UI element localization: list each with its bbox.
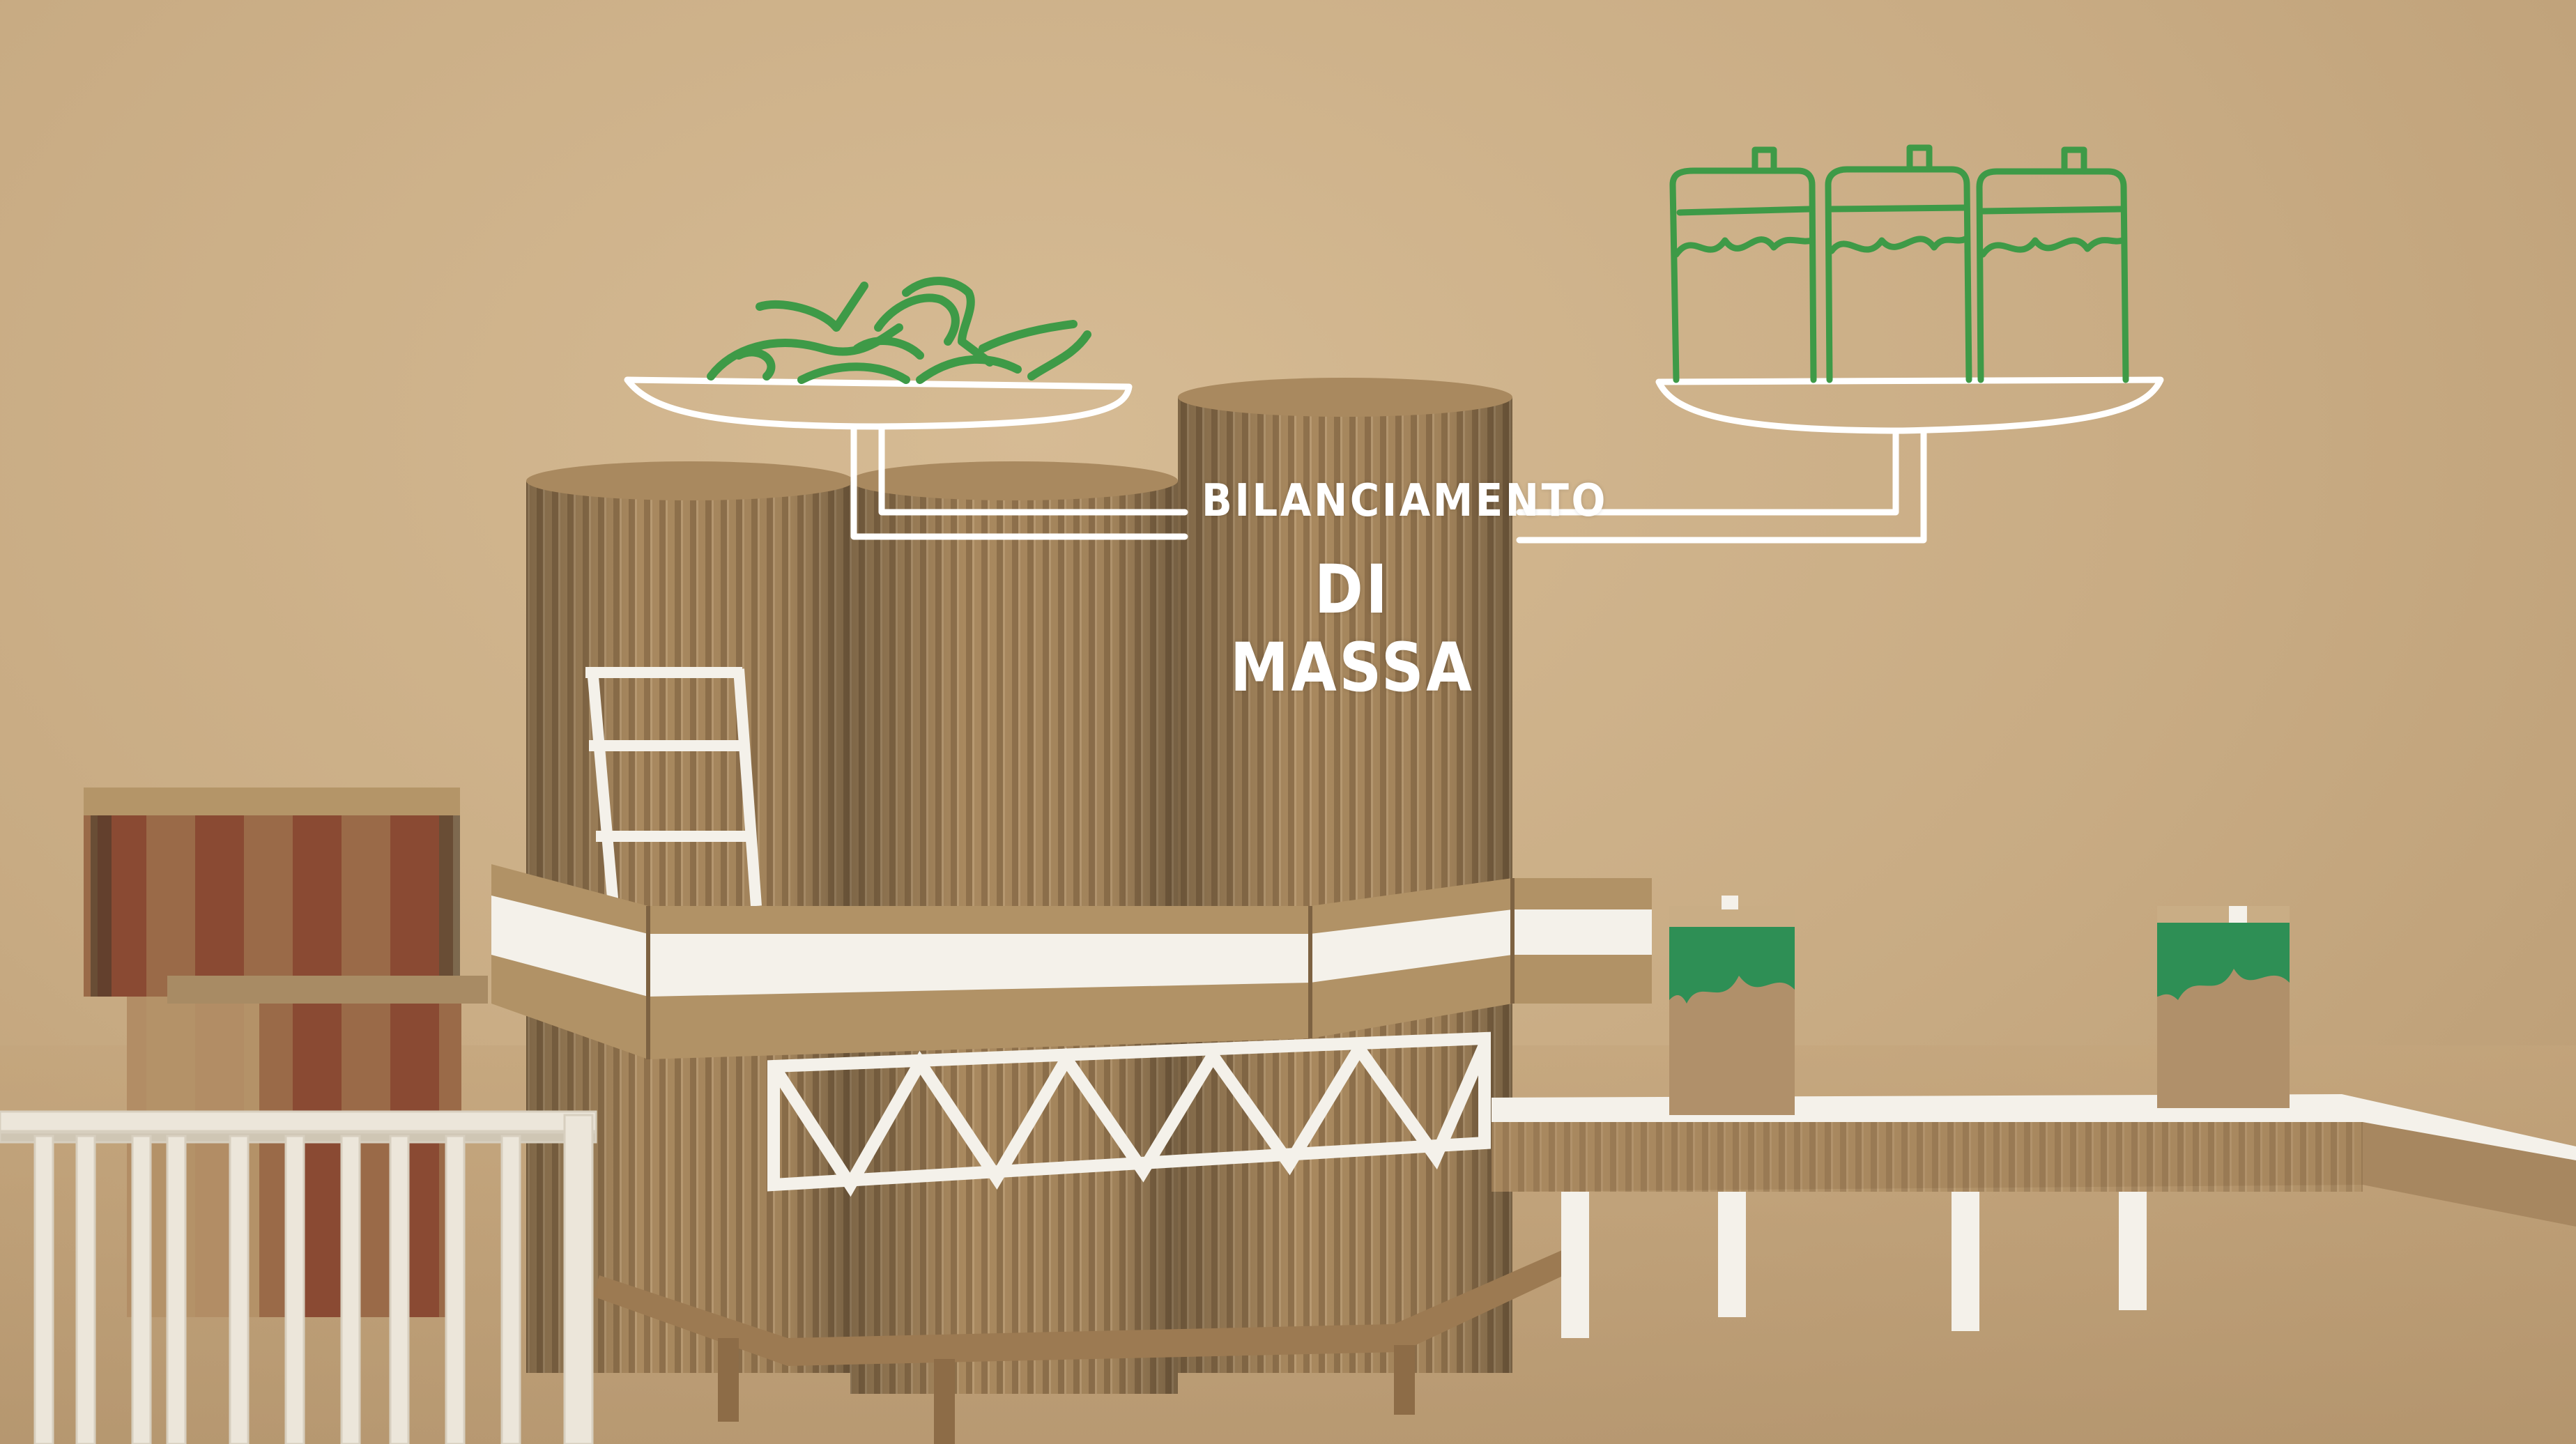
truss <box>767 1031 1491 1197</box>
ladder <box>585 667 762 907</box>
carton-pack-1 <box>1669 896 1795 1115</box>
carton-pack-icon <box>1669 144 2129 383</box>
platform <box>491 864 1652 1059</box>
silo-right <box>1178 378 1512 1373</box>
carton-pack-2 <box>2157 906 2290 1108</box>
front-fence <box>0 1110 597 1444</box>
caption-line-2: DI MASSA <box>1229 551 1475 707</box>
caption-line-1: BILANCIAMENTO <box>1202 475 1609 527</box>
noodle-pile-icon <box>707 277 1091 384</box>
base-deck <box>592 1247 1579 1444</box>
right-scale-plate <box>1516 376 2164 544</box>
left-scale-plate <box>624 376 1188 540</box>
